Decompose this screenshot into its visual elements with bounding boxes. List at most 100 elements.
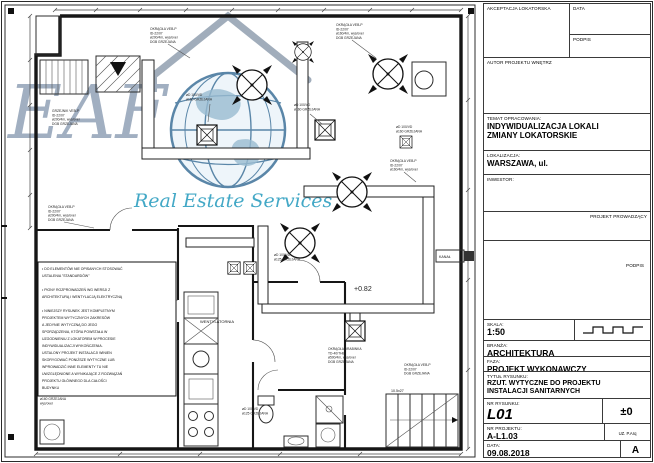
equipment-annotation: GRZEJNIK VEB-PID-22/07 ø200/4m, wys/over…	[52, 109, 81, 126]
note-line: PROJEKTU GŁÓWNEGO DLA CAŁOŚCI	[42, 378, 107, 383]
project-number-label: NR PROJEKTU:	[487, 426, 522, 431]
round-vent-icon	[414, 70, 434, 90]
project-number-block: NR PROJEKTU: A-L1.03 UZ. P.Arq	[483, 423, 651, 441]
branch-block: BRANŻA: ARCHITEKTURA	[483, 340, 651, 357]
signature-block: PODPIS	[483, 240, 651, 320]
svg-text:OKRĄGŁA VEB-P: OKRĄGŁA VEB-P	[390, 159, 417, 163]
equipment-annotation: OKRĄGŁA VEB-PID-22/07 ø200/4m, wys/overD…	[150, 27, 179, 44]
project-number-value: A-L1.03	[487, 431, 518, 441]
note-line: UWZGLĘDNIONE A WYNIKAJĄCE Z ROZWIĄZAŃ	[42, 372, 123, 376]
diffuser-icon	[399, 135, 413, 149]
svg-text:OKRĄGŁA DRABINKA: OKRĄGŁA DRABINKA	[328, 347, 362, 351]
staircase	[385, 393, 459, 448]
diffuser-icon	[344, 320, 366, 342]
svg-text:ø160 GRZEJANA: ø160 GRZEJANA	[294, 107, 321, 111]
drawing-title-line1: RZUT. WYTYCZNE DO PROJEKTU	[487, 380, 601, 387]
note-line: • DO ELEMENTÓW NIE OPISANYCH STOSOWAĆ	[42, 266, 123, 271]
diffuser-icon	[314, 119, 336, 141]
svg-text:øD 100/VD: øD 100/VD	[274, 253, 291, 257]
svg-text:TD-40/THB: TD-40/THB	[328, 351, 345, 355]
registration-mark	[8, 434, 14, 440]
note-line: A JEDYNIE WYTYCZNĄ DO JEGO	[42, 323, 98, 327]
supply-triangle-icon	[110, 62, 126, 76]
subject-line1: INDYWIDUALIZACJA LOKALI	[487, 122, 599, 131]
shaft-column	[411, 61, 447, 97]
walls	[34, 14, 463, 451]
investor-label: INWESTOR:	[487, 177, 514, 182]
drawing-title-line2: INSTALACJI SANITARNYCH	[487, 388, 581, 395]
location-label: LOKALIZACJA:	[487, 153, 521, 158]
note-line: UZGODNIENIU Z LOKATOREM W PROCESIE	[42, 337, 116, 341]
signature-box-label: PODPIS	[626, 263, 644, 268]
shaft-label: KANAŁ	[439, 255, 451, 259]
svg-text:ø500/4m, wys/over: ø500/4m, wys/over	[328, 356, 357, 360]
plan-labels: +0.82 WENTYLATORNIA KANAŁ 10.5x27	[200, 249, 474, 393]
kitchen-fixtures	[183, 291, 219, 447]
svg-text:ID-22/07: ID-22/07	[390, 163, 403, 167]
scale-bar-icon	[582, 326, 643, 334]
svg-text:øD 100/VD: øD 100/VD	[186, 93, 203, 97]
note-line: PROJEKTEM WYTYCZNYCH ZAKRESÓW	[42, 315, 111, 320]
fan-icon	[367, 53, 409, 95]
svg-text:DGB GRZEJANA: DGB GRZEJANA	[48, 218, 74, 222]
note-line: ARCHITEKTURĄ I WENTYLACJĄ ELEKTRYCZNĄ	[42, 295, 123, 299]
author-block: AUTOR PROJEKTU WNĘTRZ	[483, 57, 651, 114]
dimension-lines	[27, 7, 471, 457]
title-block: AKCEPTACJA LOKATORSKA DATA PODPIS AUTOR …	[483, 3, 651, 458]
drawing-number-block: NR RYSUNKU: L01 ±0	[483, 398, 651, 424]
globe-icon	[169, 71, 287, 189]
subject-block: TEMAT OPRACOWANIA: INDYWIDUALIZACJA LOKA…	[483, 113, 651, 151]
scale-label: SKALA:	[487, 322, 504, 327]
annotations: OKRĄGŁA VEB-PID-22/07 ø200/4m, wys/overD…	[40, 23, 431, 415]
note-line: WPROWADZIĆ INNE ELEMENTY TU NIE	[42, 364, 109, 369]
svg-text:øD 100/VD: øD 100/VD	[396, 125, 413, 129]
svg-text:øD 100/VD: øD 100/VD	[242, 407, 259, 411]
sheet-frame	[1, 4, 476, 458]
project-aux-label: UZ. P.Arq	[618, 431, 637, 436]
diffuser-icon	[196, 124, 218, 146]
svg-text:ø200/4m, wys/over: ø200/4m, wys/over	[150, 36, 179, 40]
svg-text:ø160 GRZEJANA: ø160 GRZEJANA	[186, 97, 213, 101]
branch-label: BRANŻA:	[487, 343, 508, 348]
registration-mark	[8, 8, 14, 14]
diffusers	[196, 70, 434, 342]
note-line: INDYWIDUALIZACJI WYKOŃCZENIA.	[42, 344, 103, 348]
wall-grille	[39, 59, 89, 95]
svg-text:DGB GRZEJANA: DGB GRZEJANA	[52, 122, 78, 126]
branch-value: ARCHITEKTURA	[487, 348, 555, 357]
svg-text:ø160/4m, wys/over: ø160/4m, wys/over	[336, 32, 365, 36]
elevation-label: +0.82	[354, 286, 372, 293]
acceptance-block: AKCEPTACJA LOKATORSKA DATA PODPIS	[483, 3, 651, 58]
edge-tick	[1, 225, 7, 299]
equipment-annotation: OKRĄGŁA VEB-PID-22/07 DGB GRZEJANA	[404, 363, 431, 376]
floor-plan: EAF Real Estate Services	[1, 4, 476, 458]
scale-block: SKALA: 1:50	[483, 319, 651, 341]
room-label: WENTYLATORNIA	[200, 319, 234, 324]
svg-text:ø160 GRZEJANA: ø160 GRZEJANA	[396, 129, 423, 133]
note-line: USTALONY PROJEKT INSTALACJI WINIEN	[42, 351, 112, 355]
acceptance-label: AKCEPTACJA LOKATORSKA	[487, 6, 551, 11]
drawing-title-label: TYTUŁ RYSUNKU:	[487, 374, 528, 379]
location-value: WARSZAWA, ul.	[487, 159, 548, 168]
note-line: • NINIEJSZY RYSUNEK JEST KOMPLETNYM	[42, 309, 115, 313]
subject-line2: ZMIANY LOKATORSKIE	[487, 131, 578, 140]
ducts	[141, 41, 435, 326]
watermark-tagline: Real Estate Services	[133, 190, 333, 212]
fan-icon	[291, 40, 315, 64]
note-line: • PIONY ROZPROWADZEŃ WG WERSJI Z	[42, 288, 111, 292]
house-roof-icon	[144, 11, 312, 84]
signature-label: PODPIS	[573, 37, 591, 42]
svg-text:ø160/4m, wys/over: ø160/4m, wys/over	[390, 168, 419, 172]
svg-text:ø160 GRZEJANA: ø160 GRZEJANA	[40, 397, 67, 401]
equipment-annotation: OKRĄGŁA VEB-PID-22/07 ø200/4m, wys/overD…	[48, 205, 77, 222]
door-swing	[109, 207, 321, 391]
registration-mark	[468, 8, 474, 14]
phase-value: PROJEKT WYKONAWCZY	[487, 365, 587, 372]
vent-unit	[95, 55, 141, 93]
note-line: BUDYNKU	[42, 386, 60, 390]
scale-value: 1:50	[487, 327, 506, 337]
